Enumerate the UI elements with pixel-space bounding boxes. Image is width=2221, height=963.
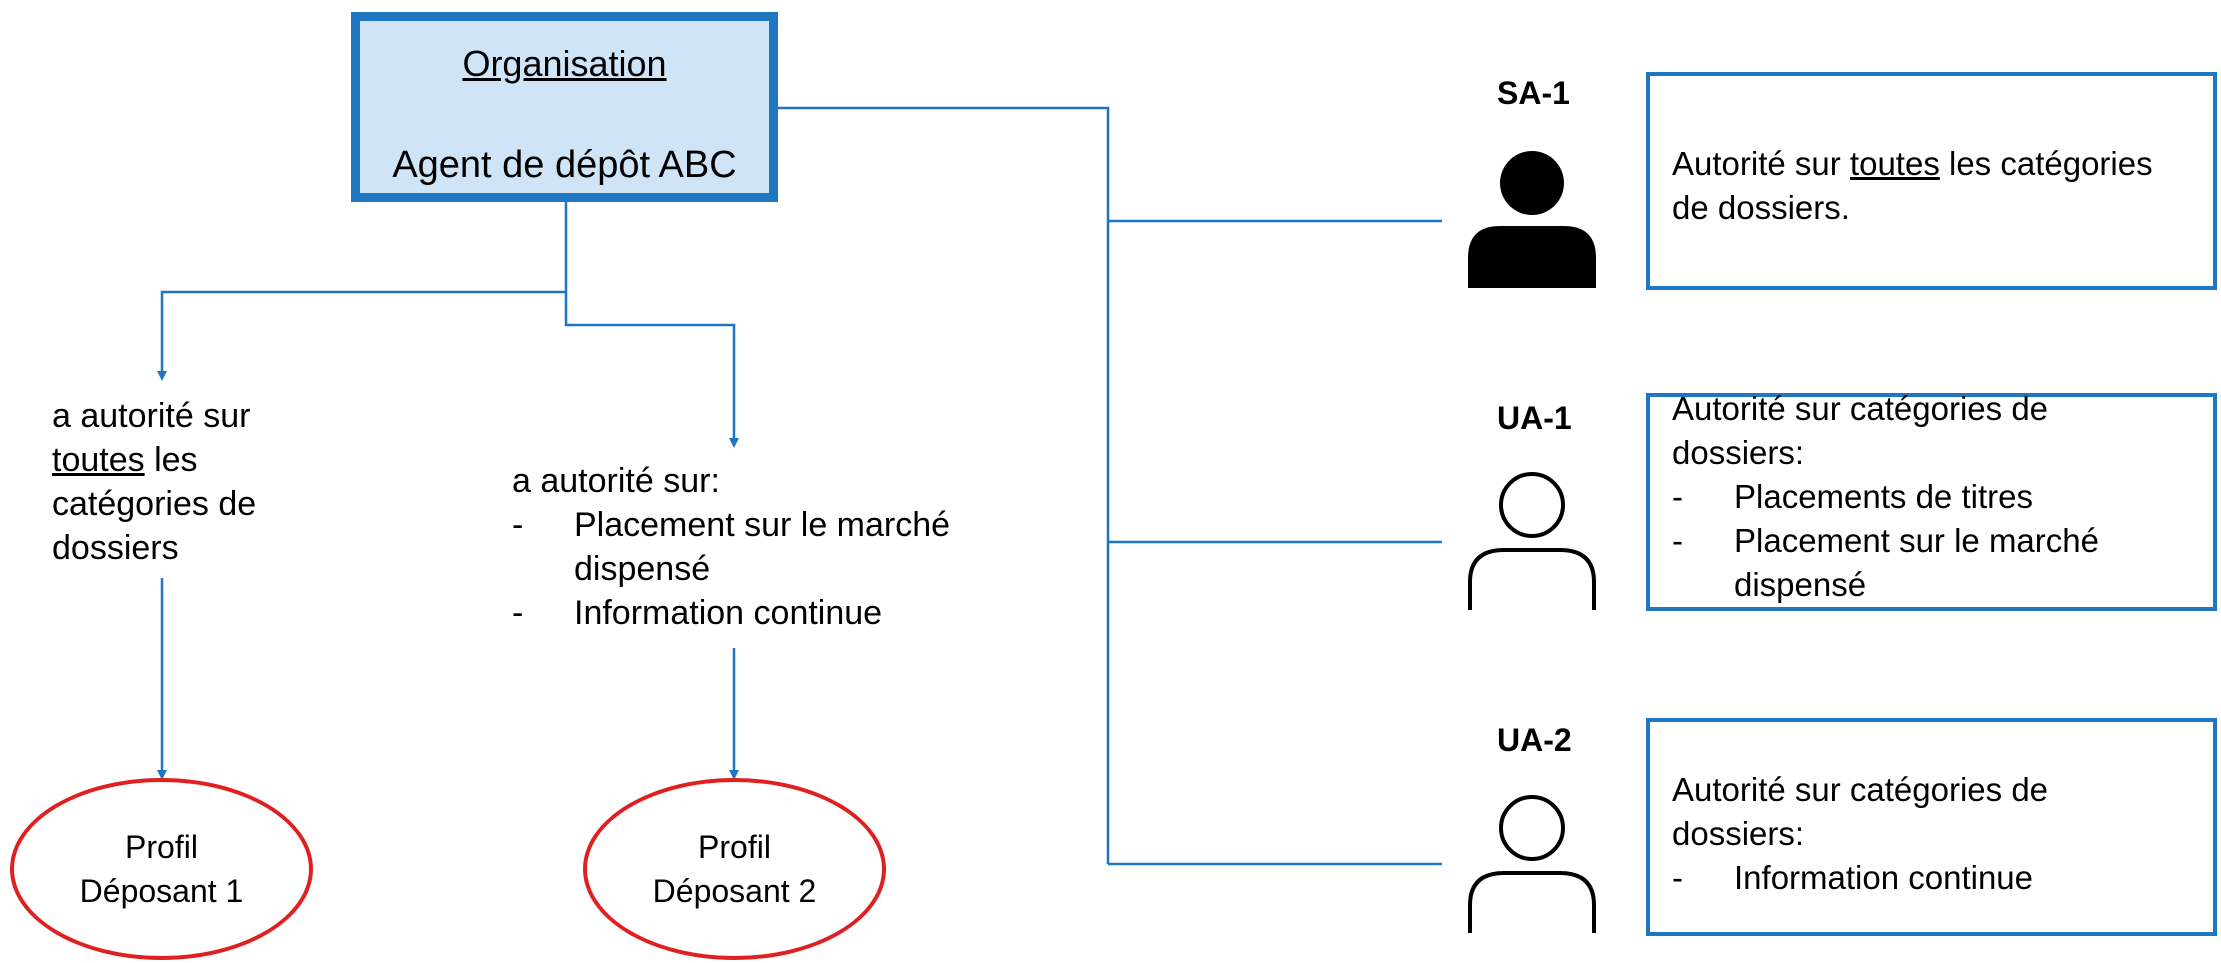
- left-branch-arrow: [157, 290, 566, 381]
- ua-2-heading-2: dossiers:: [1672, 815, 1805, 852]
- person-outline-icon: [1468, 472, 1596, 610]
- sa-1-text-line-1: Autorité sur toutes les catégories: [1672, 145, 2153, 182]
- sa-1-text-line-2: de dossiers.: [1672, 189, 1850, 226]
- role-label-ua-1: UA-1: [1497, 400, 1572, 436]
- ua-1-heading-2: dossiers:: [1672, 434, 1805, 471]
- ua-1-heading-1: Autorité sur catégories de: [1672, 390, 2049, 427]
- middle-branch-text: a autorité sur: -Placement sur le marché…: [512, 459, 950, 635]
- person-filled-icon: [1468, 151, 1596, 288]
- middle-branch-item-1: -Placement sur le marché: [512, 506, 951, 544]
- profile-1-line-1: Profil: [125, 829, 198, 865]
- left-branch-line-1: a autorité sur: [52, 397, 251, 435]
- profile-1-line-2: Déposant 1: [79, 873, 244, 909]
- role-box-ua-1: Autorité sur catégories de dossiers: -Pl…: [1646, 390, 2217, 611]
- organisation-name: Agent de dépôt ABC: [392, 144, 737, 186]
- person-outline-icon: [1468, 795, 1596, 933]
- role-box-sa-1: Autorité sur toutes les catégories de do…: [1646, 72, 2217, 290]
- ua-1-item-2: -Placement sur le marché: [1672, 522, 2099, 559]
- role-label-sa-1: SA-1: [1497, 75, 1570, 111]
- org-right-line: [778, 106, 1110, 864]
- profile-2-line-1: Profil: [698, 829, 771, 865]
- left-branch-line-4: dossiers: [52, 529, 179, 567]
- ua-1-item-2-cont: dispensé: [1734, 566, 1867, 603]
- left-branch-text: a autorité sur toutes les catégories de …: [52, 394, 256, 570]
- middle-branch-item-2: -Information continue: [512, 594, 883, 632]
- profile-2-line-2: Déposant 2: [652, 873, 817, 909]
- ua-2-heading-1: Autorité sur catégories de: [1672, 771, 2049, 808]
- left-branch-line-2: toutes les: [52, 438, 256, 482]
- organisation-box: Organisation Agent de dépôt ABC: [351, 12, 778, 202]
- organisation-title: Organisation: [462, 43, 667, 84]
- role-box-ua-2: Autorité sur catégories de dossiers: -In…: [1646, 718, 2217, 936]
- ua-2-item-1: -Information continue: [1672, 859, 2034, 896]
- left-branch-underlined: toutes: [52, 441, 145, 479]
- left-branch-line-3: catégories de: [52, 485, 257, 523]
- middle-branch-arrow: [564, 292, 739, 448]
- middle-branch-item-1-cont: dispensé: [574, 550, 711, 588]
- profile-deposant-2: Profil Déposant 2: [583, 778, 886, 960]
- ua-1-item-1: -Placements de titres: [1672, 478, 2033, 515]
- profile-deposant-1: Profil Déposant 1: [10, 778, 313, 960]
- role-label-ua-2: UA-2: [1497, 722, 1572, 758]
- middle-branch-intro: a autorité sur:: [512, 462, 720, 500]
- left-branch-line-2-rest: les: [144, 441, 198, 479]
